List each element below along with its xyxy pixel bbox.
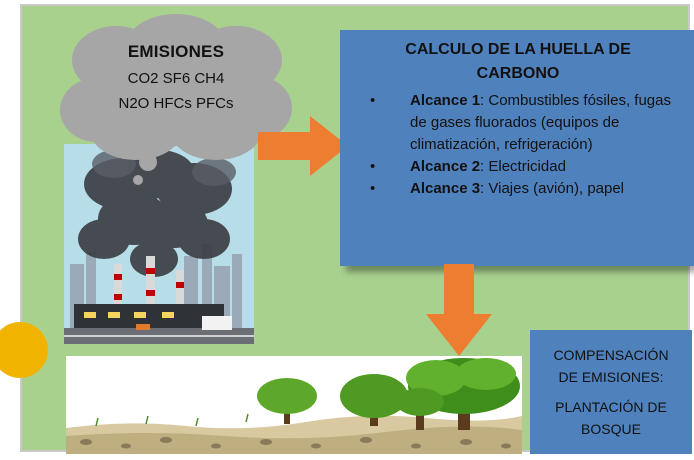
comp-line1: COMPENSACIÓN — [553, 347, 669, 363]
comp-line2: DE EMISIONES: — [558, 369, 664, 385]
diagram-frame: EMISIONES CO2 SF6 CH4 N2O HFCs PFCs CALC… — [0, 4, 694, 454]
scope-item: • Alcance 3: Viajes (avión), papel — [350, 178, 686, 200]
cloud-title: EMISIONES — [127, 42, 225, 61]
scope-label: Alcance 3 — [410, 180, 481, 197]
forest-illustration — [66, 356, 522, 454]
cloud-shape — [60, 14, 292, 185]
arrow-right — [258, 116, 348, 176]
cloud-gases-line2: N2O HFCs PFCs — [118, 95, 234, 112]
scope-label: Alcance 2 — [410, 158, 481, 175]
carbon-footprint-box: CALCULO DE LA HUELLA DE CARBONO • Alcanc… — [340, 30, 694, 266]
calc-title-line1: CALCULO DE LA HUELLA DE — [405, 41, 631, 58]
bullet-icon: • — [370, 92, 376, 109]
bullet-icon: • — [370, 180, 376, 197]
scope-item: • Alcance 1: Combustibles fósiles, fugas… — [350, 90, 686, 156]
cloud-gases-line1: CO2 SF6 CH4 — [127, 70, 225, 87]
yellow-circle-decoration — [0, 322, 48, 378]
scope-item: • Alcance 2: Electricidad — [350, 156, 686, 178]
compensation-box: COMPENSACIÓN DE EMISIONES: PLANTACIÓN DE… — [530, 330, 692, 454]
bullet-icon: • — [370, 158, 376, 175]
scope-text: : Viajes (avión), papel — [480, 180, 625, 197]
comp-line4: BOSQUE — [581, 421, 641, 437]
scope-label: Alcance 1 — [410, 92, 481, 109]
scope-list: • Alcance 1: Combustibles fósiles, fugas… — [350, 90, 686, 200]
arrow-down — [426, 264, 492, 356]
scope-text: : Electricidad — [480, 158, 566, 175]
scope-text: : Combustibles fósiles, fugas de gases f… — [410, 92, 671, 153]
emissions-cloud: EMISIONES CO2 SF6 CH4 N2O HFCs PFCs — [56, 10, 296, 190]
comp-line3: PLANTACIÓN DE — [555, 399, 667, 415]
calc-title-line2: CARBONO — [476, 65, 560, 82]
comp-spacer — [530, 388, 692, 396]
